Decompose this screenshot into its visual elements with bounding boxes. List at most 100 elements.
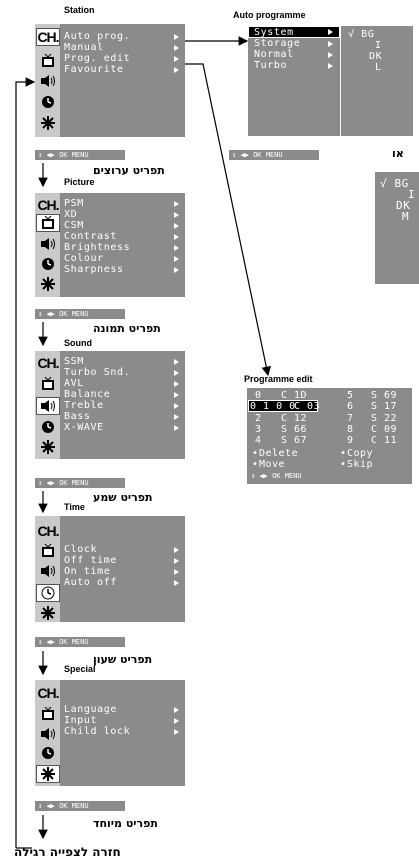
menu-item-manual[interactable]: Manual	[64, 42, 104, 53]
prog-number[interactable]: 8	[347, 424, 354, 435]
system-option-dk[interactable]: DK	[369, 51, 383, 62]
prog-channel[interactable]: C 12	[281, 413, 308, 424]
menu-item-system[interactable]: System	[254, 27, 294, 38]
menu-item-bass[interactable]: Bass	[64, 411, 91, 422]
prog-channel[interactable]: S 69	[371, 390, 398, 401]
speaker-icon[interactable]	[39, 725, 57, 743]
prog-number[interactable]: 7	[347, 413, 354, 424]
prog-number-selected[interactable]: 0 1 0 0	[250, 401, 296, 412]
prog-channel[interactable]: C 1D	[281, 390, 308, 401]
prog-channel[interactable]: S 17	[371, 401, 398, 412]
speaker-icon[interactable]	[39, 72, 57, 90]
menu-item-avl[interactable]: AVL	[64, 378, 84, 389]
prog-channel[interactable]: S 66	[281, 424, 308, 435]
menu-item-turbo[interactable]: Turbo	[254, 60, 288, 71]
picture-menu: CH. PSM XD CSM Contrast Brightness Colou…	[35, 193, 185, 297]
menu-item-normal[interactable]: Normal	[254, 49, 294, 60]
ch-icon[interactable]: CH.	[37, 523, 59, 539]
alt-system-options-panel: √ BG I DK M	[374, 172, 419, 284]
ch-icon[interactable]: CH.	[37, 197, 59, 213]
tv-icon[interactable]	[39, 542, 57, 560]
bullet-icon: •	[252, 448, 259, 459]
menu-item-input[interactable]: Input	[64, 715, 98, 726]
tv-icon[interactable]	[39, 705, 57, 723]
menu-item-ssm[interactable]: SSM	[64, 356, 84, 367]
star-icon[interactable]	[36, 765, 60, 783]
menu-item-sharpness[interactable]: Sharpness	[64, 264, 124, 275]
prog-channel[interactable]: S 67	[281, 435, 308, 446]
speaker-icon[interactable]	[36, 397, 60, 415]
ch-icon[interactable]: CH.	[37, 355, 59, 371]
alt-option-m[interactable]: M	[402, 210, 410, 223]
system-option-i[interactable]: I	[375, 40, 382, 51]
menu-item-contrast[interactable]: Contrast	[64, 231, 117, 242]
ch-icon[interactable]: CH.	[36, 28, 60, 46]
chevron-right-icon	[174, 381, 179, 387]
station-menu: CH. Auto prog. Manual Prog. edit Favouri…	[35, 24, 185, 137]
menu-item-favourite[interactable]: Favourite	[64, 64, 124, 75]
chevron-right-icon	[174, 45, 179, 51]
menu-item-auto-off[interactable]: Auto off	[64, 577, 117, 588]
menu-item-balance[interactable]: Balance	[64, 389, 111, 400]
system-option-bg[interactable]: √ BG	[348, 29, 375, 40]
prog-number[interactable]: 6	[347, 401, 354, 412]
prog-channel[interactable]: S 22	[371, 413, 398, 424]
programme-edit-title: Programme edit	[244, 374, 313, 384]
clock-icon[interactable]	[39, 93, 57, 111]
alt-option-dk[interactable]: DK	[396, 199, 411, 212]
menu-item-prog-edit[interactable]: Prog. edit	[64, 53, 131, 64]
menu-item-clock[interactable]: Clock	[64, 544, 98, 555]
prog-number[interactable]: 3	[255, 424, 262, 435]
tv-icon[interactable]	[39, 375, 57, 393]
clock-icon[interactable]	[36, 584, 60, 602]
clock-icon[interactable]	[39, 418, 57, 436]
tv-icon[interactable]	[39, 52, 57, 70]
menu-item-turbo-snd[interactable]: Turbo Snd.	[64, 367, 131, 378]
prog-number[interactable]: 5	[347, 390, 354, 401]
prog-number[interactable]: 9	[347, 435, 354, 446]
menu-item-colour[interactable]: Colour	[64, 253, 104, 264]
menu-item-storage[interactable]: Storage	[254, 38, 301, 49]
menu-item-xd[interactable]: XD	[64, 209, 78, 220]
menu-item-on-time[interactable]: On time	[64, 566, 111, 577]
menu-item-x-wave[interactable]: X-WAVE	[64, 422, 104, 433]
copy-action[interactable]: Copy	[347, 448, 374, 459]
chevron-right-icon	[328, 52, 333, 58]
caption-sound: תפריט שמע	[93, 491, 153, 504]
prog-number[interactable]: 0	[255, 390, 262, 401]
menu-item-csm[interactable]: CSM	[64, 220, 84, 231]
auto-programme-panel: System Storage Normal Turbo √ BG I DK L	[248, 26, 413, 136]
caption-station: תפריט ערוצים	[93, 164, 165, 177]
alt-option-i[interactable]: I	[408, 188, 416, 201]
menu-item-psm[interactable]: PSM	[64, 198, 84, 209]
star-icon[interactable]	[39, 604, 57, 622]
system-option-l[interactable]: L	[375, 62, 382, 73]
star-icon[interactable]	[39, 438, 57, 456]
star-icon[interactable]	[39, 114, 57, 132]
prog-channel-selected[interactable]: C 03	[294, 401, 321, 412]
clock-icon[interactable]	[39, 255, 57, 273]
menu-item-language[interactable]: Language	[64, 704, 117, 715]
alt-option-bg[interactable]: √ BG	[380, 177, 409, 190]
clock-icon[interactable]	[39, 744, 57, 762]
prog-channel[interactable]: C 09	[371, 424, 398, 435]
speaker-icon[interactable]	[39, 562, 57, 580]
menu-item-child-lock[interactable]: Child lock	[64, 726, 131, 737]
delete-action[interactable]: Delete	[259, 448, 299, 459]
speaker-icon[interactable]	[39, 235, 57, 253]
chevron-right-icon	[174, 223, 179, 229]
move-action[interactable]: Move	[259, 459, 286, 470]
menu-item-off-time[interactable]: Off time	[64, 555, 117, 566]
star-icon[interactable]	[39, 275, 57, 293]
arrow-loop-back	[15, 77, 36, 848]
tv-icon[interactable]	[36, 214, 60, 232]
sound-title: Sound	[64, 338, 92, 348]
skip-action[interactable]: Skip	[347, 459, 374, 470]
ch-icon[interactable]: CH.	[37, 685, 59, 701]
prog-channel[interactable]: C 11	[371, 435, 398, 446]
menu-item-brightness[interactable]: Brightness	[64, 242, 131, 253]
menu-item-auto-prog[interactable]: Auto prog.	[64, 31, 131, 42]
menu-item-treble[interactable]: Treble	[64, 400, 104, 411]
prog-number[interactable]: 4	[255, 435, 262, 446]
prog-number[interactable]: 2	[255, 413, 262, 424]
